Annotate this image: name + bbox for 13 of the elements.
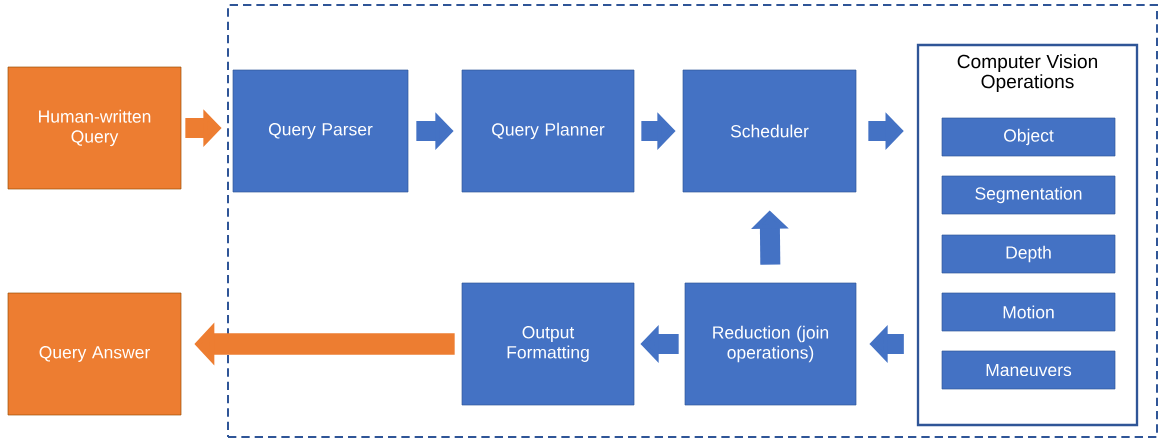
process-box: Scheduler bbox=[682, 69, 857, 193]
process-box: Query Planner bbox=[461, 69, 635, 193]
process-box: Query Parser bbox=[232, 69, 409, 193]
operation-box: Object bbox=[941, 117, 1116, 157]
query-box: Human-written Query bbox=[7, 66, 182, 190]
operation-box: Maneuvers bbox=[941, 350, 1116, 390]
operation-box: Depth bbox=[941, 234, 1116, 274]
operation-box: Motion bbox=[941, 292, 1116, 332]
query-box: Query Answer bbox=[7, 292, 182, 416]
operation-box: Segmentation bbox=[941, 175, 1116, 215]
process-box: Output Formatting bbox=[461, 282, 635, 406]
process-box: Reduction (join operations) bbox=[684, 282, 857, 406]
dashed-frame bbox=[227, 4, 1158, 438]
